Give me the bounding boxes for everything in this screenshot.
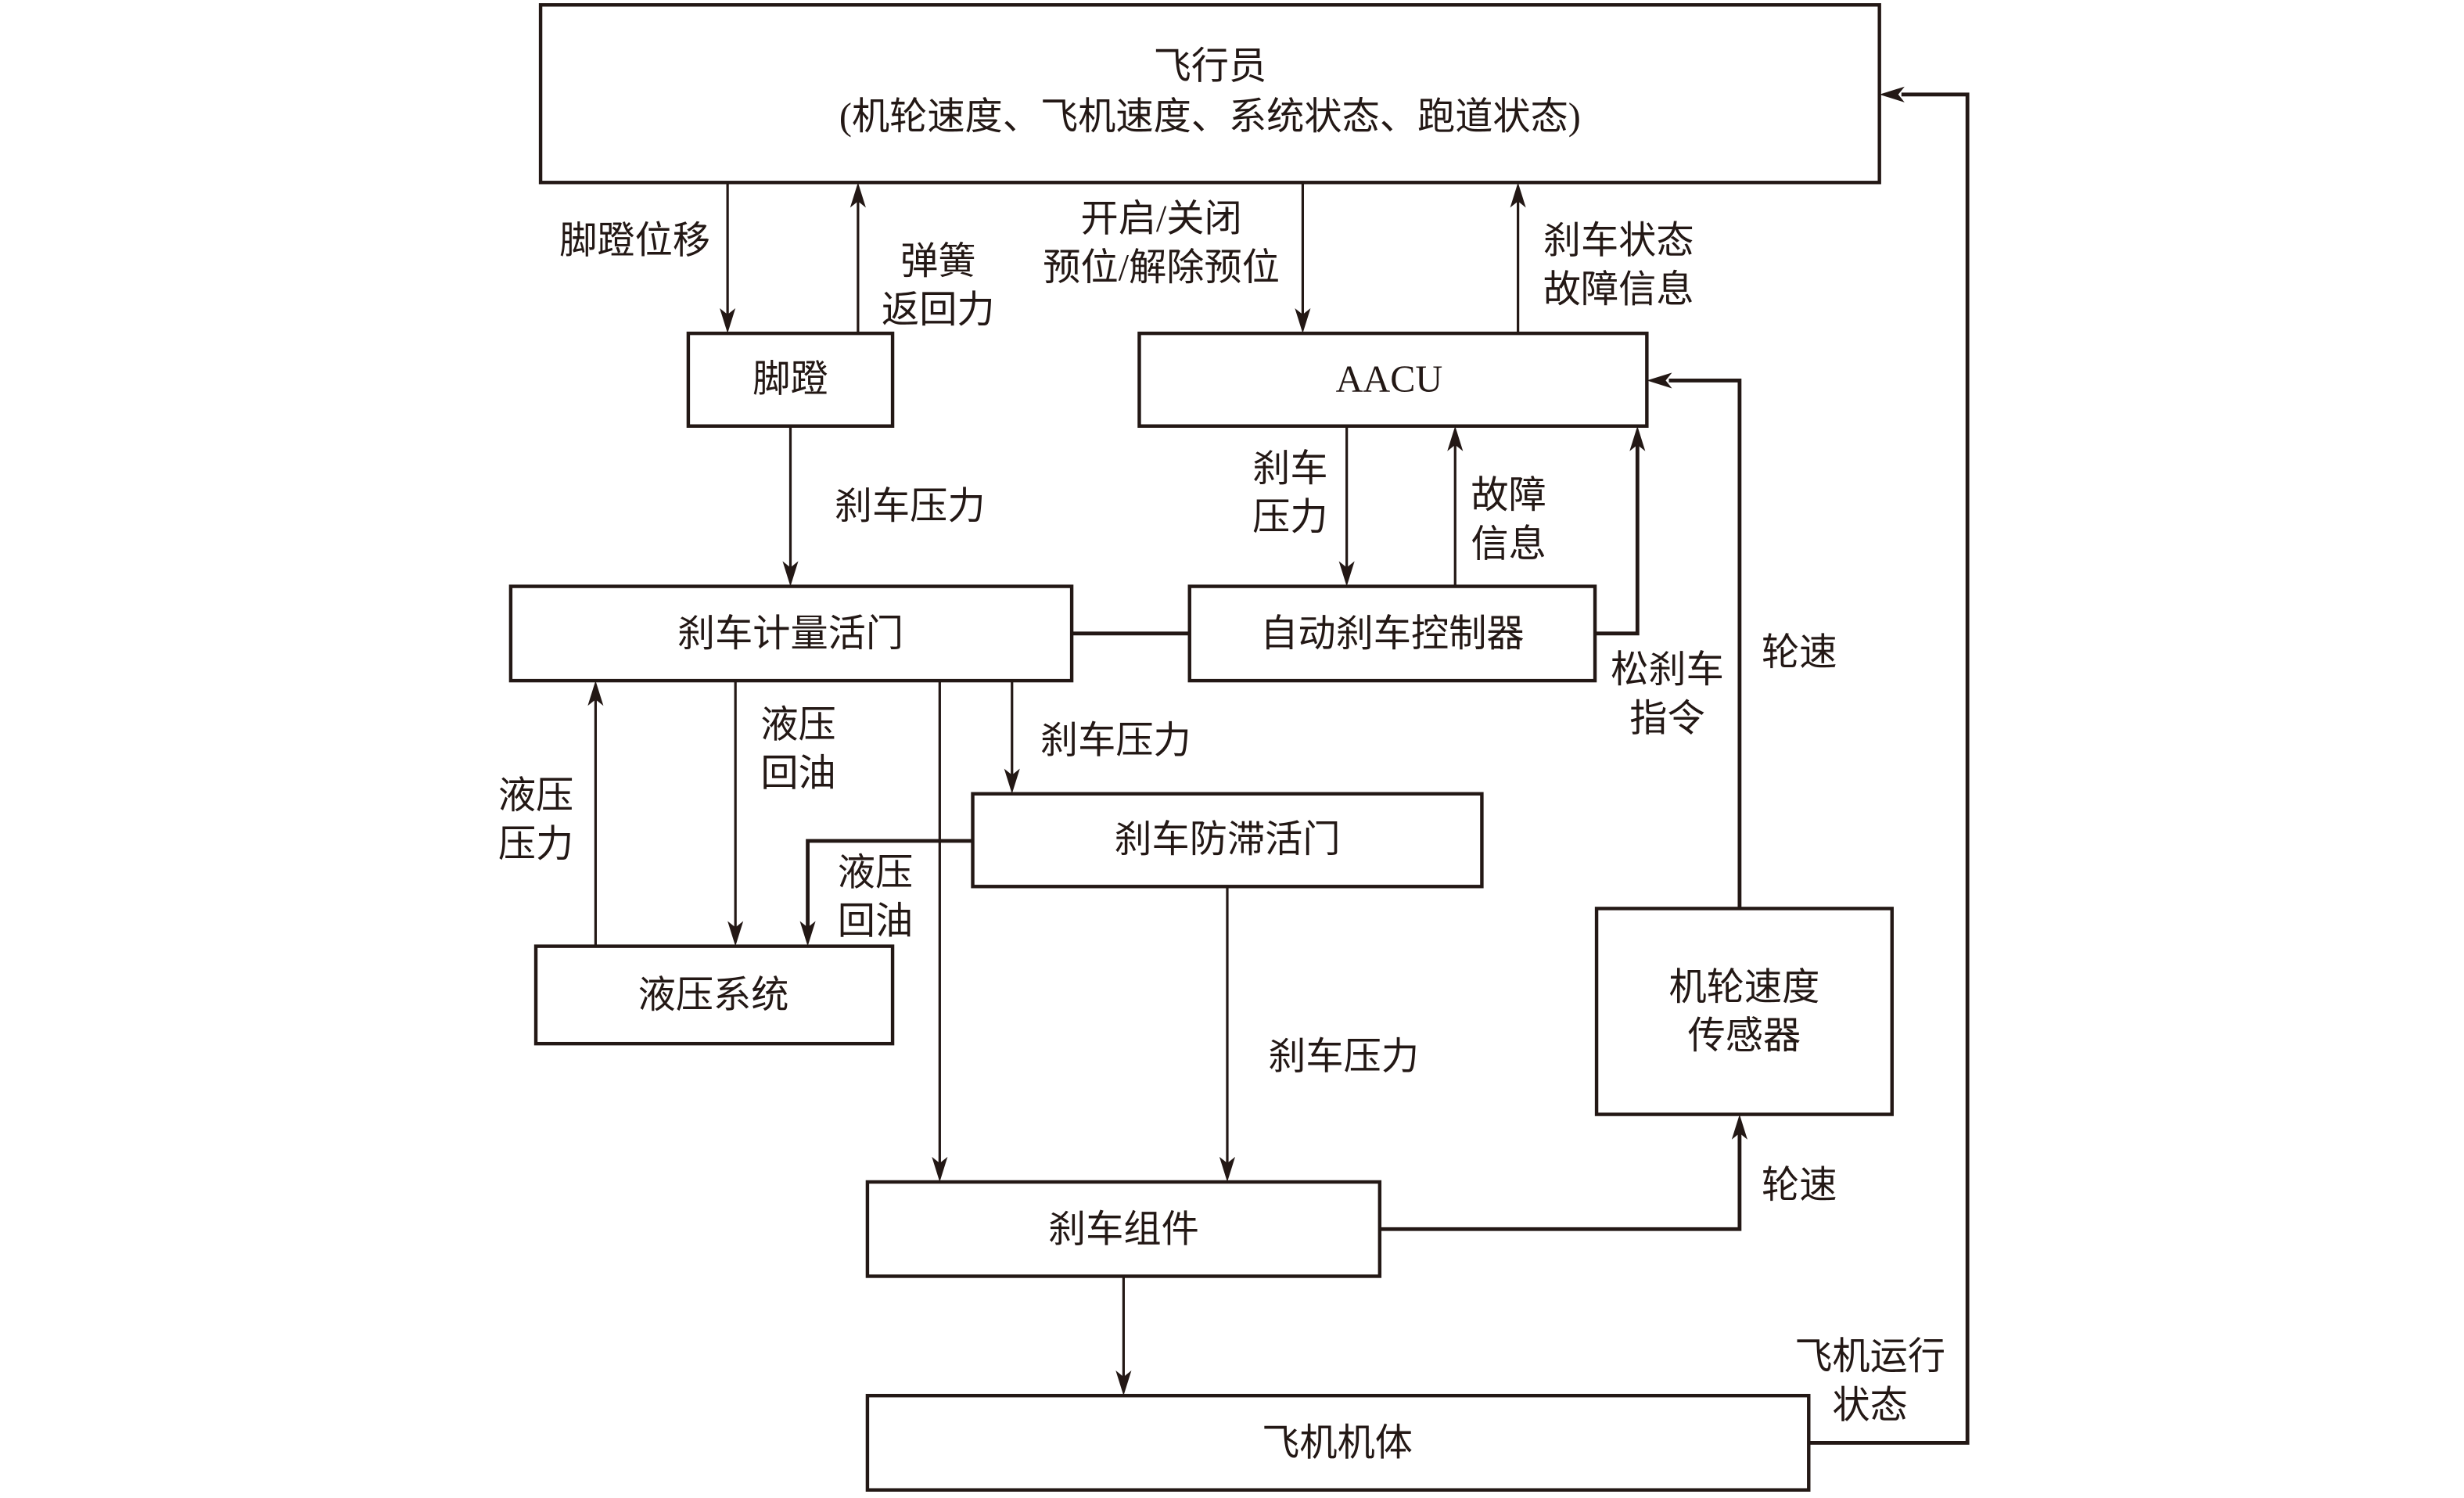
- edge-hydraulic-to-metering-valve-line-2: 压力: [498, 824, 573, 865]
- edge-brake-to-sensor-label: 轮速: [1762, 1165, 1837, 1206]
- edge-aacu-to-pilot-line-2: 故障信息: [1543, 269, 1694, 311]
- edge-metering-valve-to-brake: [932, 681, 948, 1182]
- arrowhead-left-icon: [1647, 372, 1672, 389]
- edge-metering-valve-return: 液压 回油: [727, 681, 836, 947]
- edge-pilot-to-aacu-line-2: 预位/解除预位: [1043, 247, 1280, 289]
- edge-controller-to-aacu-line-2: 信息: [1471, 523, 1546, 565]
- node-pilot-line-2: (机轮速度、飞机速度、系统状态、跑道状态): [839, 96, 1581, 138]
- edge-antiskid-to-brake: 刹车压力: [1219, 886, 1419, 1182]
- edge-sensor-to-aacu-label: 轮速: [1762, 632, 1837, 674]
- arrowhead-up-icon: [1510, 182, 1526, 208]
- arrowhead-down-icon: [1295, 307, 1311, 334]
- node-hydraulic-system-label: 液压系统: [638, 975, 789, 1016]
- edge-aacu-to-pilot-line-1: 刹车状态: [1543, 221, 1694, 262]
- edge-controller-to-aacu: 故障 信息: [1447, 426, 1546, 587]
- node-wheel-speed-sensor-line-1: 机轮速度: [1668, 967, 1819, 1008]
- node-aacu-label: AACU: [1336, 358, 1443, 400]
- edge-pilot-to-aacu: 开启/关闭 预位/解除预位: [1043, 182, 1311, 334]
- edge-metering-valve-to-antiskid: 刹车压力: [1004, 681, 1191, 794]
- node-autobrake-controller-label: 自动刹车控制器: [1260, 613, 1524, 655]
- arrowhead-up-icon: [1731, 1114, 1747, 1140]
- edge-hydraulic-to-metering-valve-line-1: 液压: [498, 775, 573, 817]
- edge-pedal-to-metering-valve: 刹车压力: [782, 426, 986, 587]
- edge-release-brake-command-line-1: 松刹车: [1611, 649, 1724, 691]
- edge-airframe-to-pilot-line-2: 状态: [1832, 1385, 1907, 1426]
- arrowhead-down-icon: [1004, 768, 1020, 794]
- arrowhead-up-icon: [1447, 426, 1464, 451]
- edge-controller-to-aacu-line-1: 故障: [1471, 475, 1546, 516]
- node-hydraulic-system: 液压系统: [533, 944, 895, 1046]
- arrowhead-down-icon: [799, 921, 816, 947]
- node-airframe-label: 飞机机体: [1262, 1423, 1413, 1464]
- node-wheel-speed-sensor-line-2: 传感器: [1688, 1015, 1801, 1057]
- arrowhead-down-icon: [932, 1156, 948, 1182]
- edge-aacu-to-controller-line-2: 压力: [1252, 497, 1327, 538]
- node-autobrake-controller: 自动刹车控制器: [1187, 584, 1597, 683]
- arrowhead-up-icon: [587, 681, 604, 706]
- node-antiskid-valve-label: 刹车防滞活门: [1114, 819, 1340, 860]
- edge-pilot-to-pedal-label: 脚蹬位移: [559, 221, 710, 262]
- node-pedal-label: 脚蹬: [752, 358, 828, 400]
- edge-metering-valve-return-line-2: 回油: [760, 753, 835, 795]
- node-pilot-line-1: 飞行员: [1154, 46, 1267, 88]
- node-metering-valve-label: 刹车计量活门: [677, 613, 903, 655]
- arrowhead-up-icon: [1629, 426, 1646, 451]
- node-airframe: 飞机机体: [865, 1393, 1811, 1492]
- node-pedal: 脚蹬: [686, 331, 895, 428]
- edge-aacu-to-controller-line-1: 刹车: [1252, 448, 1327, 490]
- edge-antiskid-return: 液压 回油: [799, 839, 973, 947]
- edge-aacu-to-controller: 刹车 压力: [1252, 426, 1355, 587]
- edge-antiskid-return-line-2: 回油: [838, 901, 913, 943]
- edge-antiskid-to-brake-label: 刹车压力: [1268, 1036, 1419, 1077]
- arrowhead-down-icon: [1338, 561, 1355, 587]
- arrowhead-down-icon: [1219, 1156, 1236, 1182]
- edge-release-brake-command-line-2: 指令: [1629, 698, 1704, 739]
- edge-hydraulic-to-metering-valve: 液压 压力: [498, 681, 604, 947]
- edge-metering-valve-return-line-1: 液压: [760, 704, 835, 745]
- edge-pedal-to-pilot: 弹簧 返回力: [849, 182, 995, 334]
- arrowhead-down-icon: [727, 921, 744, 947]
- arrowhead-down-icon: [782, 561, 799, 587]
- arrowhead-down-icon: [720, 307, 736, 334]
- edge-airframe-to-pilot-line-1: 飞机运行: [1794, 1336, 1945, 1378]
- node-antiskid-valve: 刹车防滞活门: [971, 792, 1484, 889]
- edge-brake-to-sensor: 轮速: [1379, 1114, 1837, 1231]
- edge-pilot-to-pedal: 脚蹬位移: [559, 182, 736, 334]
- arrowhead-left-icon: [1879, 86, 1905, 102]
- edge-brake-to-airframe: [1115, 1276, 1132, 1396]
- edge-metering-valve-to-antiskid-label: 刹车压力: [1040, 720, 1191, 762]
- node-brake-assembly: 刹车组件: [865, 1180, 1382, 1278]
- edge-antiskid-return-line-1: 液压: [838, 852, 913, 893]
- arrowhead-up-icon: [849, 182, 866, 208]
- edge-airframe-to-pilot: 飞机运行 状态: [1794, 86, 1970, 1445]
- edge-pedal-to-pilot-line-2: 返回力: [882, 289, 995, 331]
- edge-pedal-to-pilot-line-1: 弹簧: [900, 241, 975, 282]
- edge-sensor-to-aacu: 轮速: [1647, 372, 1837, 909]
- edge-pilot-to-aacu-line-1: 开启/关闭: [1080, 199, 1241, 240]
- node-aacu: AACU: [1137, 331, 1649, 428]
- node-metering-valve: 刹车计量活门: [508, 584, 1074, 683]
- edge-aacu-to-pilot: 刹车状态 故障信息: [1510, 182, 1694, 334]
- node-pilot: 飞行员 (机轮速度、飞机速度、系统状态、跑道状态): [538, 3, 1881, 185]
- edge-release-brake-command: 松刹车 指令: [1595, 426, 1724, 739]
- node-wheel-speed-sensor: 机轮速度 传感器: [1594, 907, 1894, 1116]
- edge-pedal-to-metering-valve-label: 刹车压力: [835, 486, 986, 527]
- node-brake-assembly-label: 刹车组件: [1048, 1209, 1199, 1250]
- arrowhead-down-icon: [1115, 1370, 1132, 1396]
